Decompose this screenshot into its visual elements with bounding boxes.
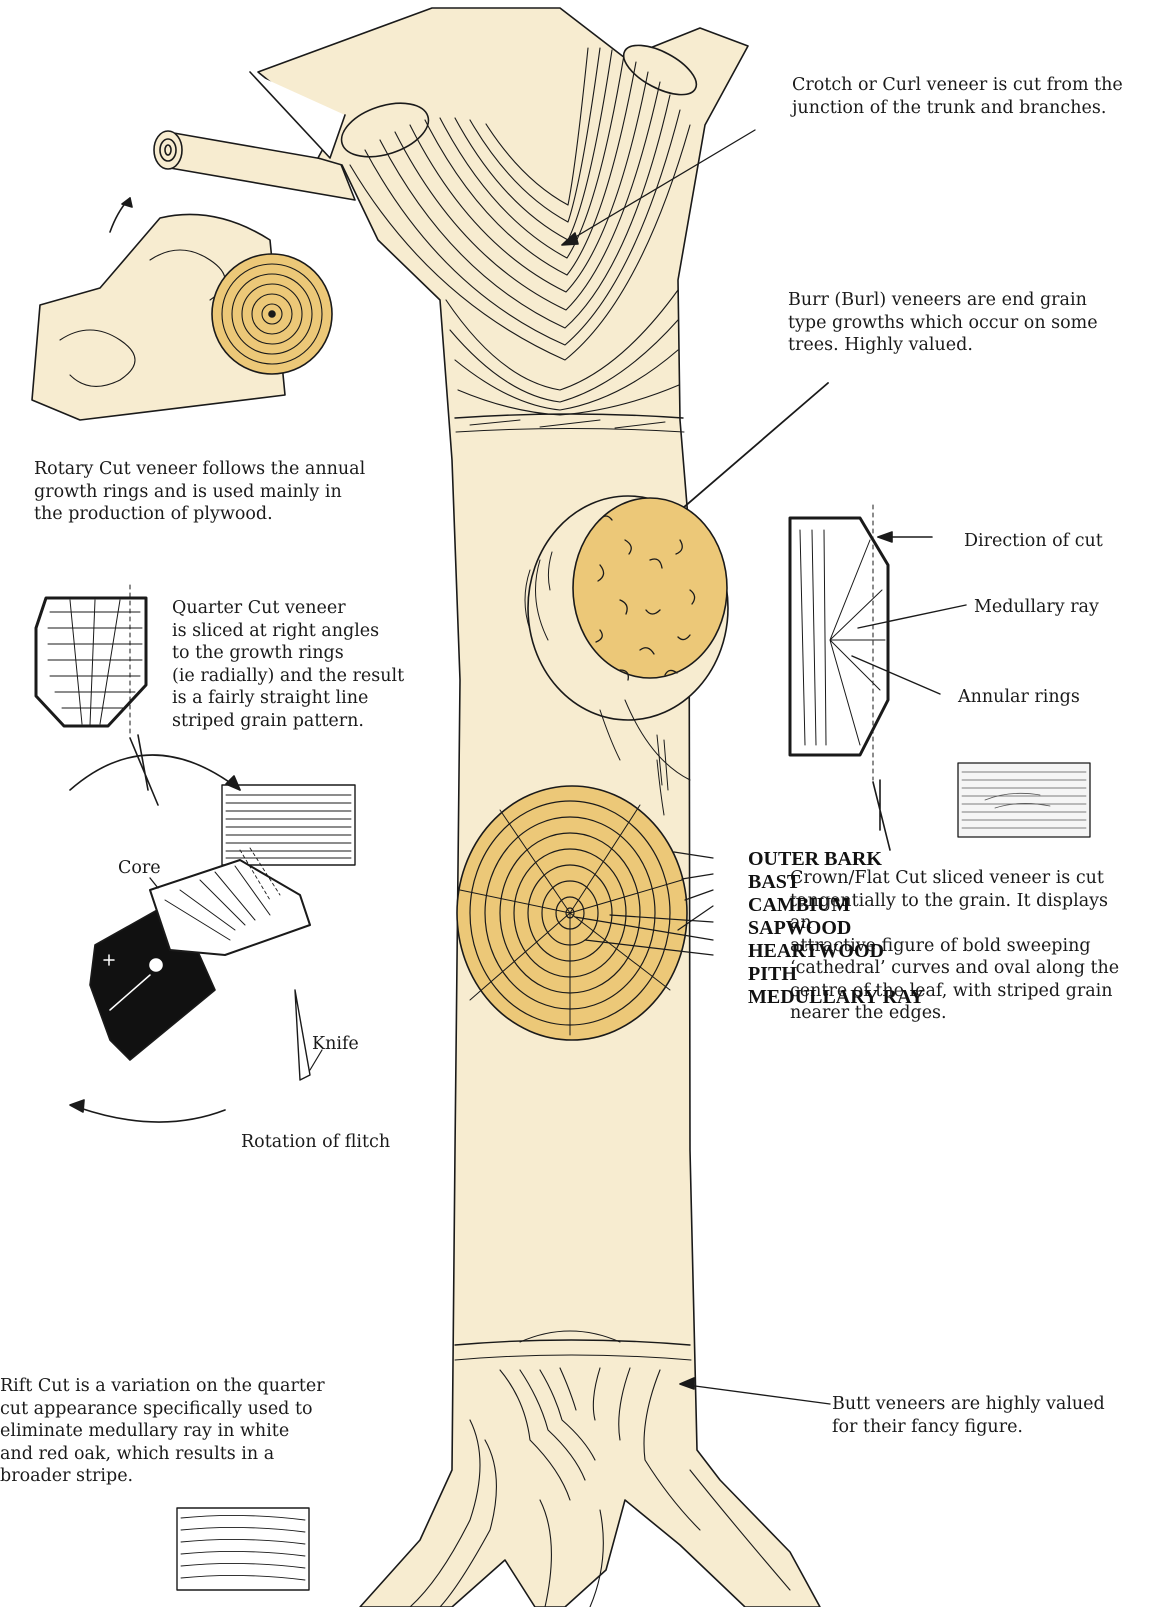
butt-pointer	[680, 1384, 830, 1404]
knife-label: Knife	[312, 1033, 359, 1055]
direction-of-cut-label: Direction of cut	[964, 530, 1103, 552]
rotary-caption: Rotary Cut veneer follows the annual gro…	[34, 458, 365, 526]
rotation-label: Rotation of flitch	[241, 1131, 390, 1153]
quarter-flitch	[36, 585, 158, 805]
part-outer-bark: OUTER BARK	[748, 847, 882, 871]
annular-rings-label: Annular rings	[958, 686, 1080, 708]
rift-sample	[177, 1508, 309, 1590]
burr-caption: Burr (Burl) veneers are end grain type g…	[788, 289, 1098, 357]
crown-sample	[958, 763, 1090, 837]
part-medullary-ray: MEDULLARY RAY	[748, 985, 924, 1009]
part-heartwood: HEARTWOOD	[748, 939, 884, 963]
medullary-ray-label: Medullary ray	[974, 596, 1099, 618]
quarter-sample	[222, 785, 355, 865]
part-sapwood: SAPWOOD	[748, 916, 851, 940]
part-bast: BAST	[748, 870, 800, 894]
core-label: Core	[118, 857, 161, 879]
crotch-caption: Crotch or Curl veneer is cut from the ju…	[792, 74, 1123, 119]
part-cambium: CAMBIUM	[748, 893, 850, 917]
quarter-caption: Quarter Cut veneer is sliced at right an…	[172, 597, 404, 732]
butt-caption: Butt veneers are highly valued for their…	[832, 1393, 1105, 1438]
part-pith: PITH	[748, 962, 797, 986]
rotary-log	[32, 198, 332, 420]
rift-caption: Rift Cut is a variation on the quarter c…	[0, 1375, 325, 1488]
crown-flitch	[790, 505, 966, 850]
